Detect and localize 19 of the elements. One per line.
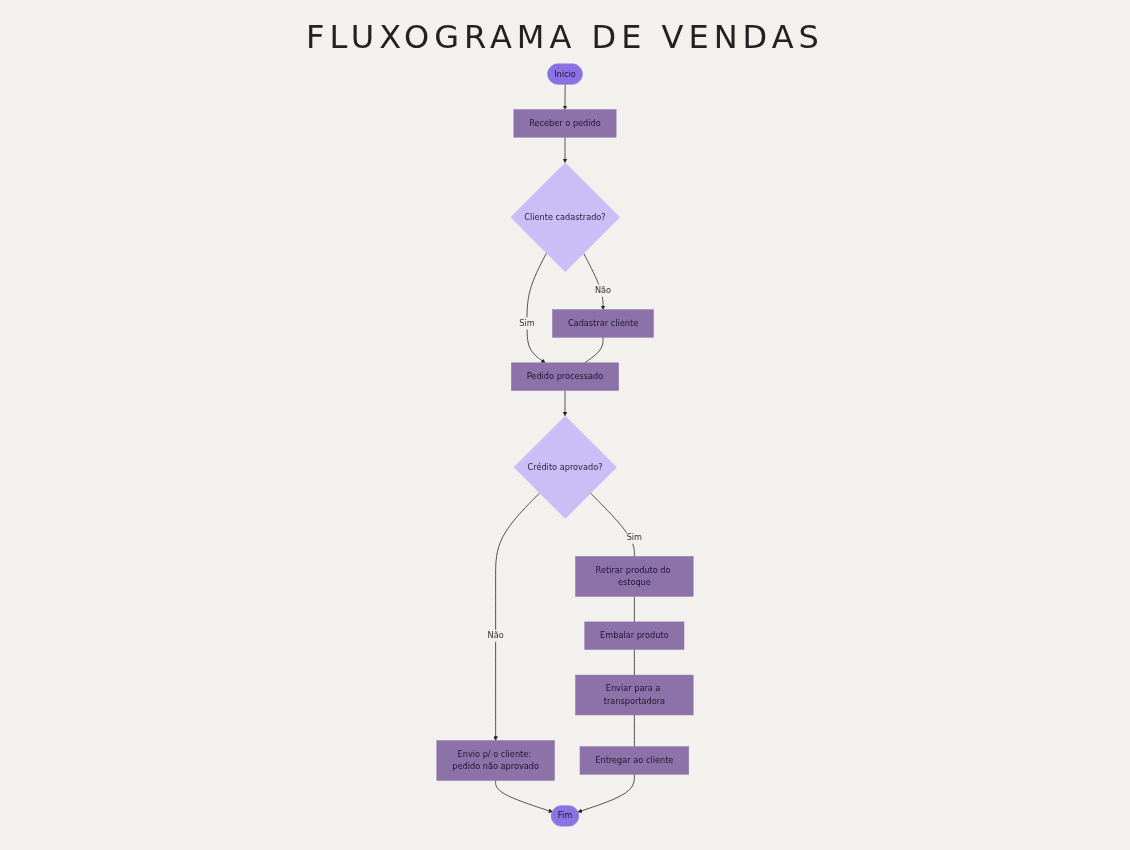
node-diamond: Cliente cadastrado? <box>510 162 621 273</box>
node-box: Envio p/ o cliente: pedido não aprovado <box>436 740 555 781</box>
connector <box>634 714 635 748</box>
node-box: Entregar ao cliente <box>579 746 689 775</box>
node-box: Receber o pedido <box>513 109 617 138</box>
edge-label: Sim <box>626 532 643 543</box>
diagram-title: FLUXOGRAMA DE VENDAS <box>305 18 825 56</box>
node-box: Cadastrar cliente <box>552 309 654 338</box>
node-box: Retirar produto do estoque <box>575 556 694 597</box>
node-box: Enviar para a transportadora <box>575 674 694 716</box>
edge-label: Não <box>594 285 612 296</box>
node-diamond: Crédito aprovado? <box>513 415 617 519</box>
connector <box>584 336 604 364</box>
edge-label: Não <box>487 630 504 641</box>
node-box: Pedido processado <box>511 362 619 391</box>
connector <box>634 649 635 676</box>
node-box: Embalar produto <box>584 621 685 650</box>
connector <box>634 595 635 623</box>
edge-label: Sim <box>519 318 535 329</box>
